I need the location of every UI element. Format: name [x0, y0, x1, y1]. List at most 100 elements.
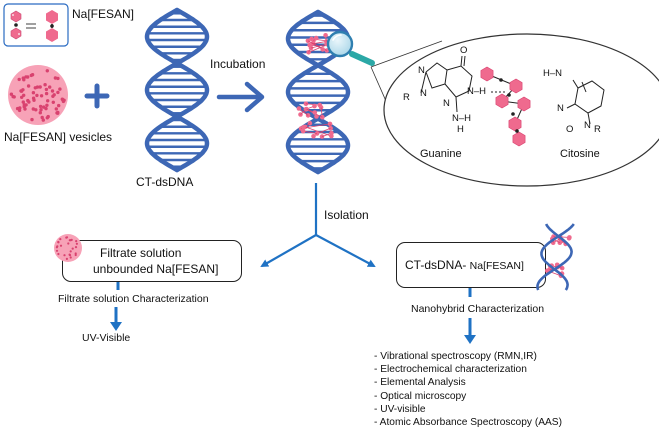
nanohybrid-box-sub: Na[FESAN]	[469, 260, 524, 272]
vesicle-particle	[59, 244, 63, 247]
fesan-particle	[300, 128, 306, 134]
vesicle-particle	[74, 246, 78, 249]
fesan-particle	[323, 33, 328, 38]
fesan-particle	[296, 106, 302, 111]
dna-helix	[144, 7, 210, 173]
vesicle-particle	[35, 93, 39, 98]
citosine-n1: N	[584, 120, 591, 131]
vesicle-particle	[75, 240, 78, 243]
vesicle-particle	[38, 85, 42, 89]
vesicle-particle	[39, 94, 44, 98]
fesan-chain	[480, 66, 531, 147]
vesicle-particle	[68, 254, 72, 257]
techniques-items: - Vibrational spectroscopy (RMN,IR)- Ele…	[374, 350, 562, 429]
vesicle-particle	[55, 246, 59, 249]
vesicle-particle	[38, 111, 42, 115]
guanine-r: R	[403, 92, 410, 103]
vesicles-label: Na[FESAN] vesicles	[4, 130, 113, 144]
fesan-particle	[559, 265, 565, 271]
vesicle-particle	[53, 76, 58, 80]
vesicle-particle	[38, 104, 43, 109]
fesan-hexagon	[517, 96, 531, 112]
vesicle-particle	[26, 75, 30, 79]
fesan-particle	[327, 121, 333, 127]
isolation-branch	[260, 183, 376, 267]
fesan-hexagon	[480, 66, 494, 82]
vesicle-particle	[56, 76, 60, 81]
vesicle-particle	[29, 73, 33, 78]
vesicle-particle	[44, 87, 49, 92]
plus-icon	[84, 83, 110, 109]
fesan-particle	[312, 103, 317, 109]
isolation-label: Isolation	[324, 208, 369, 222]
vesicle-particle	[54, 107, 58, 111]
fesan-particle	[320, 47, 326, 52]
equals-icon	[26, 23, 36, 29]
legend-molecule-icon	[10, 10, 22, 40]
vesicle-particle	[40, 115, 44, 120]
filtrate-box	[62, 240, 242, 282]
vesicle-particle	[50, 89, 55, 93]
vesicle-particle	[75, 242, 78, 245]
vesicle-particle	[51, 100, 55, 105]
fesan-hexagon	[495, 93, 509, 109]
fesan-link	[310, 43, 327, 49]
vesicle-particle	[58, 87, 62, 91]
vesicle-particle	[59, 238, 62, 241]
fesan-particle	[313, 35, 319, 41]
vesicle-particle	[21, 100, 25, 104]
fesan-particle	[312, 110, 318, 115]
filtrate-characterization-label: Filtrate solution Characterization	[58, 293, 209, 305]
vesicle-particle	[45, 69, 49, 73]
incubation-label: Incubation	[210, 57, 266, 71]
vesicle-particle	[67, 242, 70, 245]
atom-n7: N	[418, 65, 425, 76]
nanohybrid-box-main: CT-dsDNA- Na[FESAN]	[405, 258, 524, 272]
dna-strand	[144, 7, 210, 173]
citosine-label: Citosine	[560, 148, 600, 160]
vesicle-particle	[18, 106, 22, 110]
technique-item: - UV-visible	[374, 403, 426, 415]
vesicle-particle	[48, 85, 52, 89]
fesan-metal-center	[507, 93, 511, 97]
atom-n3: N	[443, 98, 450, 109]
guanine-amino-h: H	[457, 124, 464, 135]
fesan-link	[304, 126, 332, 137]
dna-strand	[285, 9, 351, 175]
fesan-metal-center	[499, 78, 503, 82]
vesicle-particle	[60, 97, 64, 101]
citosine-o2: O	[566, 124, 574, 135]
fesan-hexagon	[509, 78, 523, 94]
fesan-particle	[304, 106, 309, 112]
vesicle-particle	[56, 110, 60, 115]
vesicle-particle	[65, 257, 68, 260]
fesan-particle	[329, 133, 334, 139]
vesicle-particle	[19, 89, 23, 93]
vesicle-particle	[65, 236, 69, 239]
vesicle-particle	[55, 249, 59, 252]
fesan-metal-center	[515, 129, 519, 133]
vesicle-particle	[42, 105, 46, 109]
fesan-link	[305, 103, 320, 106]
vesicle-particle	[57, 252, 60, 256]
dna-label: CT-dsDNA	[136, 175, 194, 189]
vesicle-particle	[56, 90, 60, 95]
fesan-particle	[328, 126, 333, 131]
citosine-hn: H–N	[543, 68, 563, 79]
citosine-structure	[566, 79, 605, 125]
vesicle-particle	[74, 252, 77, 255]
vesicle-particle	[41, 118, 45, 122]
vesicle-particle	[44, 91, 49, 96]
vesicle-particle	[46, 99, 50, 103]
nanohybrid-characterization-label: Nanohybrid Characterization	[411, 303, 545, 315]
guanine-nh: N–H	[467, 86, 487, 97]
vesicle-particle	[57, 103, 61, 108]
vesicle-particle	[35, 85, 40, 89]
vesicle-particle	[30, 117, 34, 122]
filtrate-box-line2: unbounded Na[FESAN]	[93, 262, 219, 276]
technique-item: - Electrochemical characterization	[374, 364, 527, 376]
vesicle-particle	[34, 108, 38, 112]
